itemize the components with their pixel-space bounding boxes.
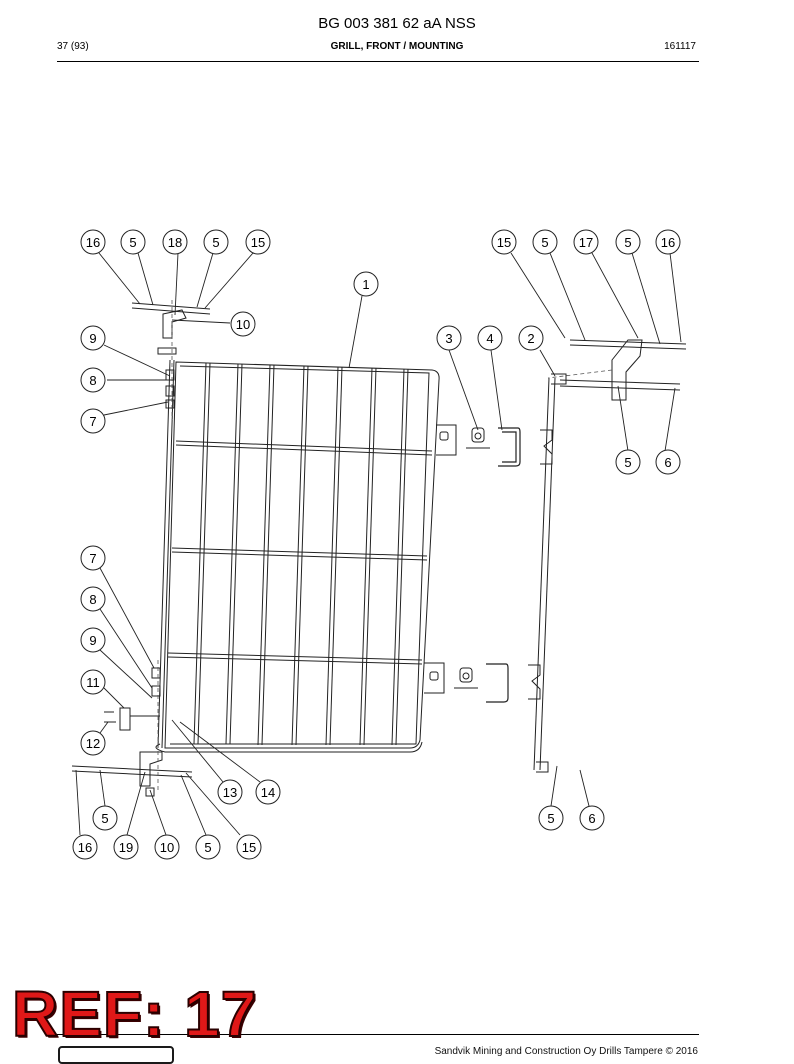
callout-15: 15	[236, 834, 262, 860]
callout-4: 4	[477, 325, 503, 351]
svg-text:4: 4	[486, 331, 493, 346]
callout-9: 9	[80, 325, 106, 351]
callout-10: 10	[230, 311, 256, 337]
svg-text:8: 8	[89, 373, 96, 388]
callout-14: 14	[255, 779, 281, 805]
callout-6: 6	[579, 805, 605, 831]
svg-text:9: 9	[89, 633, 96, 648]
svg-text:3: 3	[445, 331, 452, 346]
callout-15: 15	[245, 229, 271, 255]
date-code: 161117	[664, 41, 696, 52]
svg-text:7: 7	[89, 551, 96, 566]
callout-1: 1	[353, 271, 379, 297]
callout-13: 13	[217, 779, 243, 805]
callout-9: 9	[80, 627, 106, 653]
svg-text:5: 5	[212, 235, 219, 250]
svg-text:17: 17	[579, 235, 593, 250]
frame-tabs	[424, 424, 457, 694]
callout-5: 5	[203, 229, 229, 255]
callout-16: 16	[655, 229, 681, 255]
svg-text:16: 16	[78, 840, 92, 855]
callout-17: 17	[573, 229, 599, 255]
upper-right-bracket	[559, 339, 687, 401]
callout-5: 5	[538, 805, 564, 831]
callout-12: 12	[80, 730, 106, 756]
callout-2: 2	[518, 325, 544, 351]
callout-5: 5	[195, 834, 221, 860]
svg-text:18: 18	[168, 235, 182, 250]
svg-text:5: 5	[624, 235, 631, 250]
svg-text:9: 9	[89, 331, 96, 346]
svg-text:5: 5	[547, 811, 554, 826]
callout-16: 16	[72, 834, 98, 860]
svg-text:2: 2	[527, 331, 534, 346]
document-number: BG 003 381 62 aA NSS	[318, 15, 476, 32]
svg-text:5: 5	[129, 235, 136, 250]
callout-5: 5	[615, 449, 641, 475]
callout-11: 11	[80, 669, 106, 695]
svg-text:10: 10	[236, 317, 250, 332]
page-number: 37 (93)	[57, 41, 89, 52]
u-clips	[486, 427, 521, 703]
svg-text:15: 15	[251, 235, 265, 250]
reference-stamp: REF: 17	[11, 978, 258, 1050]
svg-text:15: 15	[242, 840, 256, 855]
callout-18: 18	[162, 229, 188, 255]
svg-text:19: 19	[119, 840, 133, 855]
header-rule	[57, 61, 699, 62]
svg-text:10: 10	[160, 840, 174, 855]
lower-left-bracket	[71, 751, 193, 797]
callout-8: 8	[80, 586, 106, 612]
svg-text:14: 14	[261, 785, 275, 800]
callout-5: 5	[120, 229, 146, 255]
callout-6: 6	[655, 449, 681, 475]
svg-text:5: 5	[624, 455, 631, 470]
callout-19: 19	[113, 834, 139, 860]
leader-lines	[75, 252, 682, 836]
callout-16-top-left: 16	[80, 229, 106, 255]
svg-text:12: 12	[86, 736, 100, 751]
callout-7: 7	[80, 545, 106, 571]
footer-copyright: Sandvik Mining and Construction Oy Drill…	[434, 1046, 698, 1057]
svg-text:16: 16	[661, 235, 675, 250]
svg-text:13: 13	[223, 785, 237, 800]
latch-parts	[454, 427, 490, 689]
callout-5: 5	[532, 229, 558, 255]
callout-5: 5	[92, 805, 118, 831]
callout-7: 7	[80, 408, 106, 434]
callout-15: 15	[491, 229, 517, 255]
svg-text:16: 16	[86, 235, 100, 250]
svg-text:11: 11	[86, 675, 100, 690]
svg-text:6: 6	[588, 811, 595, 826]
svg-text:5: 5	[101, 811, 108, 826]
svg-text:7: 7	[89, 414, 96, 429]
section-title: GRILL, FRONT / MOUNTING	[330, 41, 464, 52]
footer-rule	[55, 1034, 699, 1035]
center-lines	[157, 300, 613, 790]
svg-text:6: 6	[664, 455, 671, 470]
callout-3: 3	[436, 325, 462, 351]
svg-text:8: 8	[89, 592, 96, 607]
svg-text:1: 1	[362, 277, 369, 292]
grill-frame	[155, 359, 440, 753]
callout-8: 8	[80, 367, 106, 393]
callout-10: 10	[154, 834, 180, 860]
svg-text:5: 5	[541, 235, 548, 250]
svg-text:5: 5	[204, 840, 211, 855]
hinge-shaft	[528, 373, 567, 773]
svg-text:15: 15	[497, 235, 511, 250]
callouts: 16 5 18 5 15 15 5 17 5 16 1 10 9 3 4 2 8…	[72, 229, 681, 860]
left-hinges	[104, 369, 175, 731]
callout-5: 5	[615, 229, 641, 255]
upper-left-bracket	[131, 302, 211, 355]
